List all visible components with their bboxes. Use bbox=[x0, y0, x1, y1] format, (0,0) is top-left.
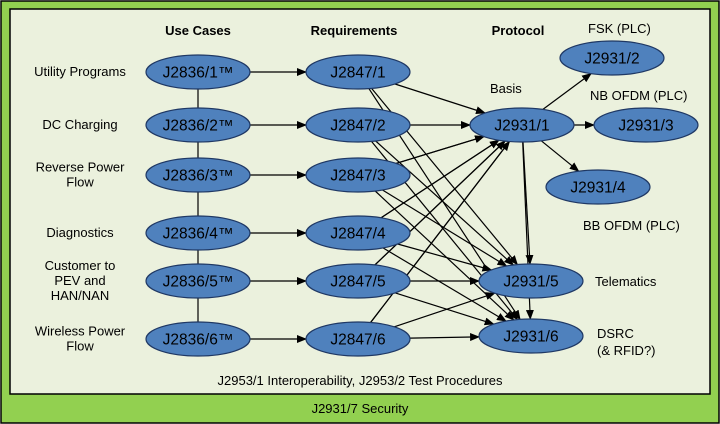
node-label: J2847/2 bbox=[330, 118, 385, 135]
use-case-label: Flow bbox=[66, 339, 94, 354]
node-label: J2931/4 bbox=[570, 180, 626, 197]
node-label: J2847/3 bbox=[330, 168, 385, 185]
label-fsk: FSK (PLC) bbox=[588, 21, 651, 36]
use-case-label: Wireless Power bbox=[35, 324, 126, 339]
label-dsrc: DSRC bbox=[597, 326, 634, 341]
node-ellipse bbox=[305, 157, 411, 193]
label-telematics: Telematics bbox=[595, 274, 657, 289]
node-ellipse bbox=[145, 321, 251, 357]
arrow-basis-to-rq2 bbox=[395, 136, 485, 164]
use-case-label: Utility Programs bbox=[34, 64, 126, 79]
node-label: J2847/1 bbox=[330, 65, 385, 82]
node-use-case-1: J2836/1™ bbox=[145, 54, 251, 90]
header-protocol: Protocol bbox=[492, 23, 545, 38]
node-ellipse bbox=[305, 54, 411, 90]
node-use-case-3: J2836/3™ bbox=[145, 157, 251, 193]
arrow-basis-to-bb bbox=[540, 140, 580, 172]
arrow-rq4-to-dsrc bbox=[395, 292, 495, 326]
node-requirement-2: J2847/2 bbox=[305, 107, 411, 143]
label-rfid: (& RFID?) bbox=[597, 343, 656, 358]
label-nb-ofdm: NB OFDM (PLC) bbox=[590, 88, 688, 103]
node-label: J2836/4™ bbox=[163, 226, 234, 243]
arrow-rq3-to-tel bbox=[397, 243, 493, 272]
node-requirement-5: J2847/5 bbox=[305, 263, 411, 299]
node-requirement-6: J2847/6 bbox=[305, 321, 411, 357]
use-case-label: Reverse Power bbox=[36, 160, 126, 175]
node-use-case-6: J2836/6™ bbox=[145, 321, 251, 357]
arrow-basis-to-fsk bbox=[542, 73, 592, 110]
use-case-label: DC Charging bbox=[42, 117, 117, 132]
nodes: J2836/1™ J2836/2™ J2836/3™ J2836/4™ J2836/5™… bbox=[145, 40, 699, 357]
arrow-basis-to-rq3 bbox=[380, 139, 500, 219]
node-label: J2931/5 bbox=[503, 274, 558, 291]
node-protocol-telematics: J2931/5 bbox=[478, 263, 584, 299]
label-basis: Basis bbox=[490, 81, 522, 96]
node-label: J2931/1 bbox=[494, 118, 549, 135]
node-label: J2836/3™ bbox=[163, 168, 234, 185]
node-protocol-bb-ofdm: J2931/4 bbox=[545, 169, 651, 205]
node-label: J2931/3 bbox=[618, 118, 673, 135]
node-use-case-2: J2836/2™ bbox=[145, 107, 251, 143]
node-ellipse bbox=[145, 54, 251, 90]
node-ellipse bbox=[469, 107, 575, 143]
node-ellipse bbox=[478, 318, 584, 354]
node-ellipse bbox=[305, 321, 411, 357]
node-ellipse bbox=[545, 169, 651, 205]
header-use-cases: Use Cases bbox=[165, 23, 231, 38]
node-protocol-dsrc: J2931/6 bbox=[478, 318, 584, 354]
node-use-case-5: J2836/5™ bbox=[145, 263, 251, 299]
header-requirements: Requirements bbox=[311, 23, 398, 38]
node-label: J2847/5 bbox=[330, 274, 385, 291]
node-label: J2836/1™ bbox=[163, 65, 234, 82]
node-label: J2847/6 bbox=[330, 332, 385, 349]
label-bb-ofdm: BB OFDM (PLC) bbox=[583, 218, 680, 233]
node-ellipse bbox=[593, 107, 699, 143]
node-protocol-fsk: J2931/2 bbox=[559, 40, 665, 76]
use-case-label: Diagnostics bbox=[46, 225, 114, 240]
use-case-label: Customer to bbox=[45, 258, 116, 273]
node-requirement-4: J2847/4 bbox=[305, 215, 411, 251]
node-label: J2836/5™ bbox=[163, 274, 234, 291]
use-case-label: Flow bbox=[66, 175, 94, 190]
arrow-rq5-to-tel bbox=[394, 292, 496, 328]
node-label: J2931/2 bbox=[584, 51, 639, 68]
node-ellipse bbox=[305, 263, 411, 299]
node-ellipse bbox=[305, 107, 411, 143]
arrow-rq1-to-tel bbox=[375, 140, 515, 266]
node-ellipse bbox=[559, 40, 665, 76]
arrow-rq0-to-basis bbox=[394, 83, 486, 115]
use-case-label: HAN/NAN bbox=[51, 288, 110, 303]
node-label: J2836/6™ bbox=[163, 332, 234, 349]
node-label: J2931/6 bbox=[503, 329, 558, 346]
node-ellipse bbox=[145, 157, 251, 193]
node-ellipse bbox=[145, 107, 251, 143]
node-use-case-4: J2836/4™ bbox=[145, 215, 251, 251]
node-ellipse bbox=[478, 263, 584, 299]
node-label: J2836/2™ bbox=[163, 118, 234, 135]
use-case-label: PEV and bbox=[54, 273, 105, 288]
arrow-rq5-to-dsrc bbox=[409, 333, 481, 342]
node-requirement-1: J2847/1 bbox=[305, 54, 411, 90]
node-protocol-nb-ofdm: J2931/3 bbox=[593, 107, 699, 143]
node-ellipse bbox=[145, 263, 251, 299]
node-protocol-basis: J2931/1 bbox=[469, 107, 575, 143]
interoperability-label: J2953/1 Interoperability, J2953/2 Test P… bbox=[218, 373, 503, 388]
node-ellipse bbox=[305, 215, 411, 251]
arrow-rq3-to-dsrc bbox=[382, 247, 507, 322]
node-label: J2847/4 bbox=[330, 226, 386, 243]
node-ellipse bbox=[145, 215, 251, 251]
security-label: J2931/7 Security bbox=[312, 401, 409, 416]
node-requirement-3: J2847/3 bbox=[305, 157, 411, 193]
